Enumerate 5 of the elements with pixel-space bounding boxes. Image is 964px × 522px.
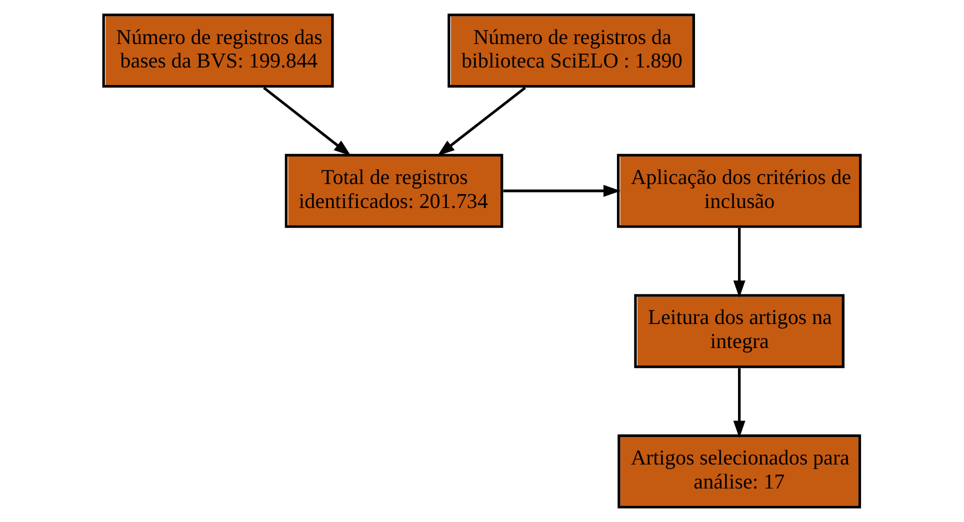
arrow [733,228,746,298]
arrow [503,184,621,197]
arrow [263,86,352,156]
arrow [733,368,746,438]
arrow [437,86,526,156]
